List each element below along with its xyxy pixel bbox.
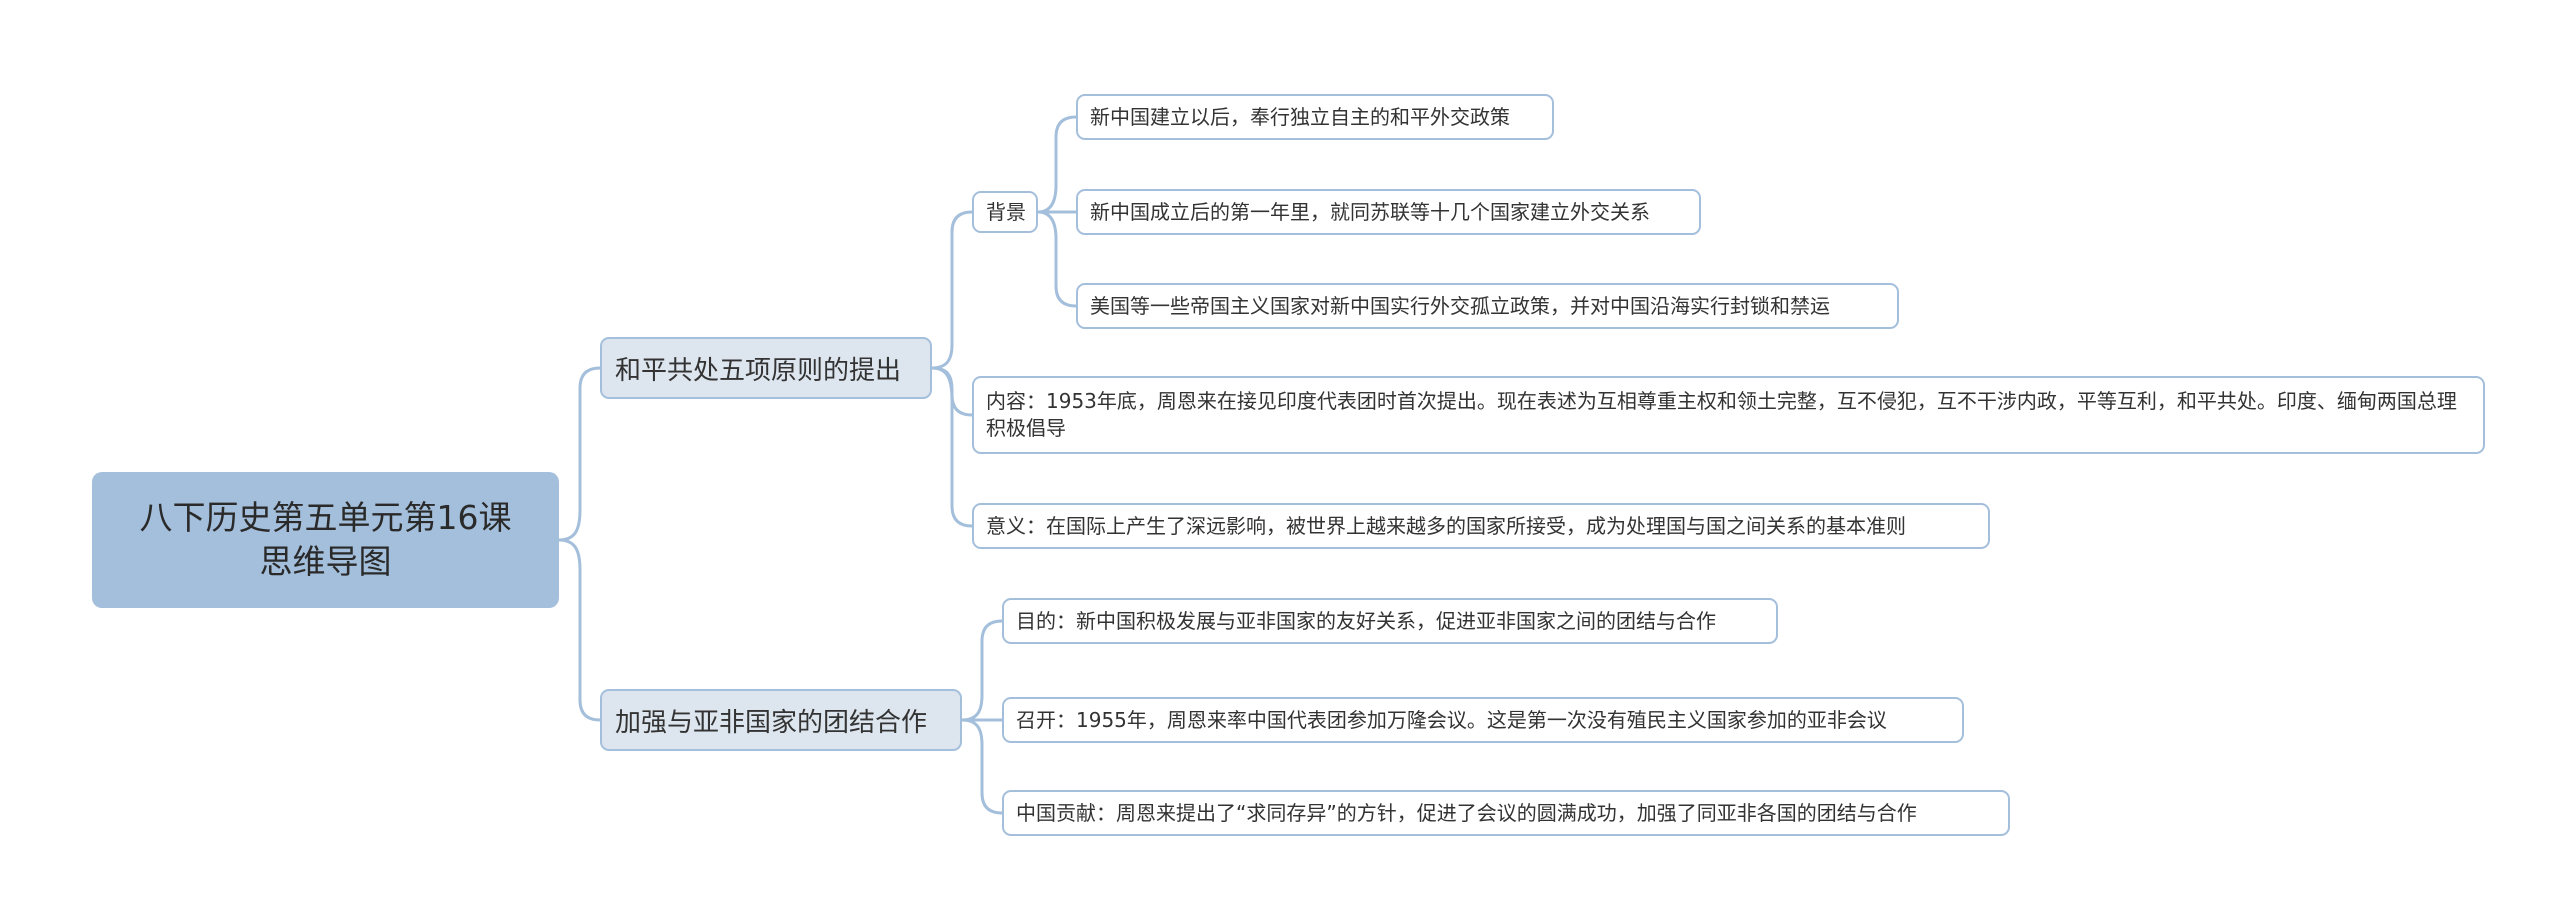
subtopic-content[interactable]: 内容：1953年底，周恩来在接见印度代表团时首次提出。现在表述为互相尊重主权和领…	[972, 376, 2485, 454]
connector-branch1-background	[930, 210, 974, 370]
background-item-3[interactable]: 美国等一些帝国主义国家对新中国实行外交孤立政策，并对中国沿海实行封锁和禁运	[1076, 283, 1899, 329]
afro-asian-item-conference[interactable]: 召开：1955年，周恩来率中国代表团参加万隆会议。这是第一次没有殖民主义国家参加…	[1002, 697, 1964, 743]
branch-peaceful-coexistence[interactable]: 和平共处五项原则的提出	[600, 337, 932, 399]
subtopic-background[interactable]: 背景	[972, 191, 1038, 233]
afro-asian-item-contribution[interactable]: 中国贡献：周恩来提出了“求同存异”的方针，促进了会议的圆满成功，加强了同亚非各国…	[1002, 790, 2010, 836]
background-item-1[interactable]: 新中国建立以后，奉行独立自主的和平外交政策	[1076, 94, 1554, 140]
connector-root-branch1	[557, 366, 602, 542]
connector-branch2-item1	[960, 619, 1004, 722]
connector-branch2-item3	[960, 718, 1004, 815]
connector-background-item3	[1036, 210, 1078, 308]
afro-asian-item-purpose[interactable]: 目的：新中国积极发展与亚非国家的友好关系，促进亚非国家之间的团结与合作	[1002, 598, 1778, 644]
background-item-2[interactable]: 新中国成立后的第一年里，就同苏联等十几个国家建立外交关系	[1076, 189, 1701, 235]
subtopic-significance[interactable]: 意义：在国际上产生了深远影响，被世界上越来越多的国家所接受，成为处理国与国之间关…	[972, 503, 1990, 549]
connector-branch1-significance	[930, 366, 974, 528]
root-topic-line1: 八下历史第五单元第16课	[139, 498, 512, 537]
root-topic[interactable]: 八下历史第五单元第16课 思维导图	[92, 472, 559, 608]
connector-background-item1	[1036, 115, 1078, 214]
connector-root-branch2	[557, 538, 602, 722]
root-topic-line2: 思维导图	[259, 542, 392, 581]
branch-afro-asian-cooperation[interactable]: 加强与亚非国家的团结合作	[600, 689, 962, 751]
